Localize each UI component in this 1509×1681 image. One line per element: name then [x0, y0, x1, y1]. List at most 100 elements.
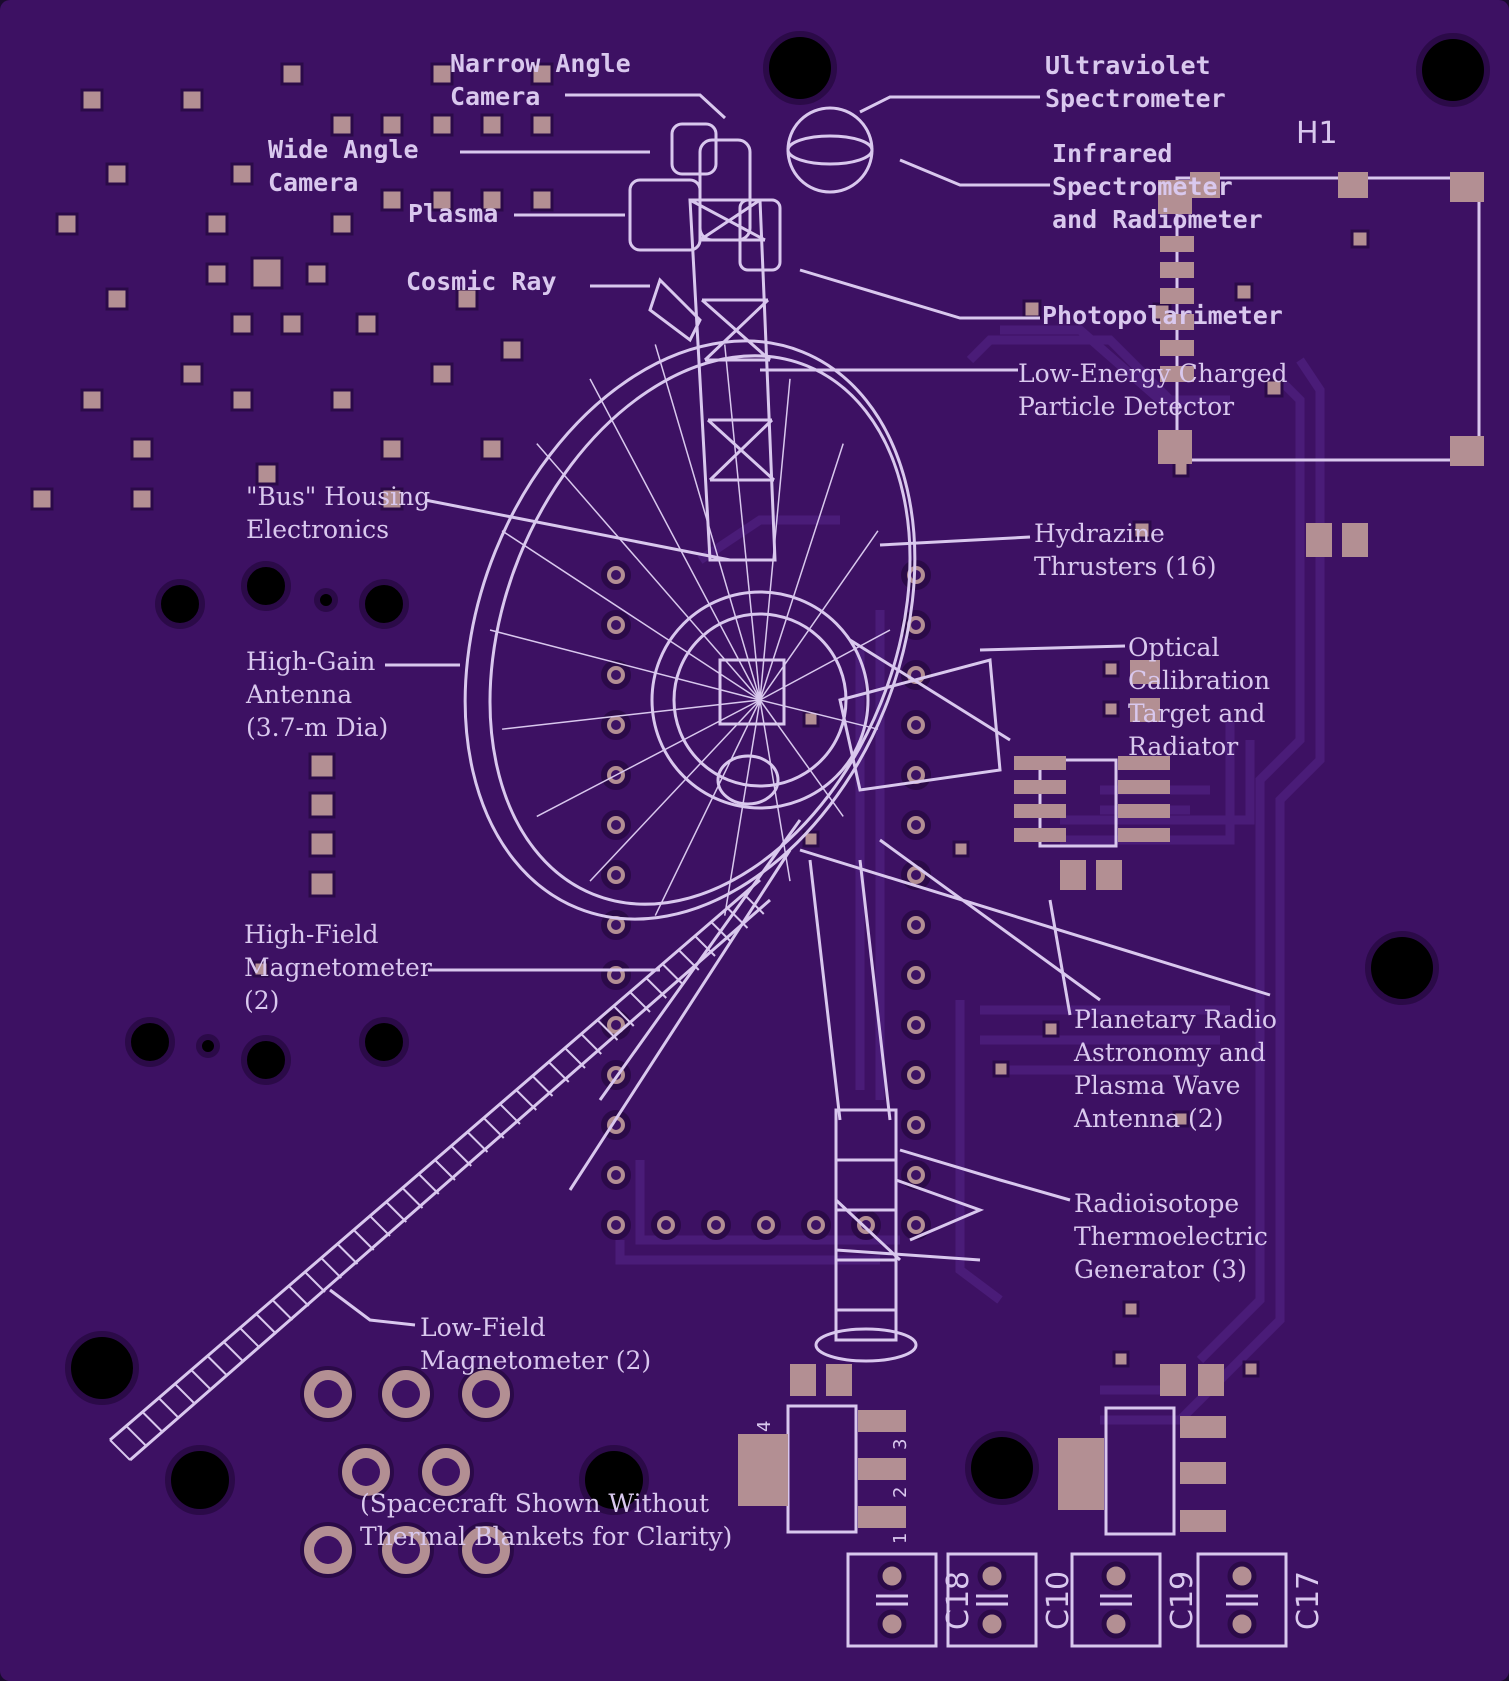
capacitor-c19: [1070, 1552, 1162, 1648]
label-ultraviolet-spectrometer-line: Spectrometer: [1045, 84, 1226, 113]
copper-traces: [615, 325, 1325, 1425]
label-optical-calibration-line: Radiator: [1128, 732, 1238, 761]
mounting-hole: [241, 1035, 291, 1085]
label-rtg-line: Generator (3): [1074, 1255, 1247, 1284]
label-infrared-spectrometer-line: Infrared: [1052, 139, 1172, 168]
smd-pad: [1096, 860, 1122, 890]
label-planetary-radio-astronomy-line: Astronomy and: [1073, 1038, 1266, 1067]
label-high-gain-antenna-line: (3.7-m Dia): [246, 713, 388, 742]
label-high-gain-antenna-line: Antenna: [245, 680, 352, 709]
mounting-hole: [579, 1445, 649, 1515]
soic-chip: [1014, 756, 1170, 848]
label-low-field-magnetometer-line: Magnetometer (2): [420, 1346, 651, 1375]
label-high-field-magnetometer-line: (2): [244, 986, 279, 1015]
mounting-hole: [165, 1445, 235, 1515]
label-photopolarimeter: Photopolarimeter: [1042, 301, 1283, 330]
label-high-field-magnetometer-line: High-Field: [244, 920, 379, 949]
pin-header-4: [308, 752, 336, 898]
smd-vias: [30, 62, 1370, 1378]
label-high-gain-antenna-line: High-Gain: [246, 647, 375, 676]
mounting-hole: [196, 1034, 220, 1058]
smd-pad: [1342, 523, 1368, 557]
mounting-hole: [763, 31, 837, 105]
label-narrow-angle-camera-line: Narrow Angle: [450, 49, 631, 78]
label-planetary-radio-astronomy-line: Planetary Radio: [1074, 1005, 1277, 1034]
label-optical-calibration-line: Calibration: [1128, 666, 1270, 695]
label-wide-angle-camera-line: Wide Angle: [268, 135, 419, 164]
c10-label: C10: [1041, 1571, 1076, 1630]
mounting-hole: [1416, 33, 1490, 107]
regulator-right: [1058, 1364, 1226, 1536]
label-plasma: Plasma: [408, 199, 498, 228]
label-plasma-line: Plasma: [408, 199, 498, 228]
label-high-field-magnetometer-line: Magnetometer: [244, 953, 432, 982]
label-planetary-radio-astronomy-line: Plasma Wave: [1074, 1071, 1240, 1100]
label-low-field-magnetometer-line: Low-Field: [420, 1313, 546, 1342]
label-bus-housing-electronics-line: "Bus" Housing: [246, 482, 430, 511]
mounting-hole: [359, 579, 409, 629]
mounting-hole: [125, 1017, 175, 1067]
mounting-holes: [65, 31, 1490, 1515]
label-optical-calibration-line: Optical: [1128, 633, 1219, 662]
pin-label: 1: [890, 1533, 911, 1544]
mounting-hole: [359, 1017, 409, 1067]
label-infrared-spectrometer-line: Spectrometer: [1052, 172, 1233, 201]
label-photopolarimeter-line: Photopolarimeter: [1042, 301, 1283, 330]
label-cosmic-ray-line: Cosmic Ray: [406, 267, 557, 296]
label-wide-angle-camera-line: Camera: [268, 168, 358, 197]
regulator-left: 4 3 2 1: [738, 1364, 911, 1544]
mounting-hole: [314, 588, 338, 612]
c19-label: C19: [1165, 1571, 1200, 1630]
c18-label: C18: [941, 1571, 976, 1630]
capacitor-c18: [846, 1552, 938, 1648]
label-infrared-spectrometer-line: and Radiometer: [1052, 205, 1263, 234]
label-note-line: Thermal Blankets for Clarity): [360, 1522, 732, 1551]
smd-pad: [1060, 860, 1086, 890]
label-ultraviolet-spectrometer-line: Ultraviolet: [1045, 51, 1211, 80]
mounting-hole: [241, 561, 291, 611]
label-low-energy-particle-detector-line: Particle Detector: [1018, 392, 1234, 421]
c17-label: C17: [1291, 1571, 1326, 1630]
label-rtg-line: Thermoelectric: [1074, 1222, 1268, 1251]
pin-label: 3: [890, 1439, 911, 1450]
smd-pad: [1130, 660, 1160, 684]
h1-footprint: H1: [1158, 116, 1484, 466]
label-planetary-radio-astronomy-line: Antenna (2): [1073, 1104, 1223, 1133]
mounting-hole: [965, 1431, 1039, 1505]
pin-label: 2: [890, 1487, 911, 1498]
mounting-hole: [65, 1331, 139, 1405]
label-note-line: (Spacecraft Shown Without: [360, 1489, 709, 1518]
smd-pad: [1306, 523, 1332, 557]
h1-silk-label: H1: [1296, 116, 1338, 151]
label-hydrazine-thrusters-line: Hydrazine: [1034, 519, 1165, 548]
pin-label: 4: [754, 1421, 775, 1432]
label-cosmic-ray: Cosmic Ray: [406, 267, 557, 296]
label-narrow-angle-camera-line: Camera: [450, 82, 540, 111]
label-bus-housing-electronics-line: Electronics: [246, 515, 389, 544]
capacitor-c17: [1196, 1552, 1288, 1648]
label-rtg-line: Radioisotope: [1074, 1189, 1239, 1218]
label-hydrazine-thrusters-line: Thrusters (16): [1034, 552, 1217, 581]
smd-pad: [1130, 698, 1160, 722]
spacecraft-illustration: [109, 93, 1271, 1462]
capacitor-c10: [946, 1552, 1038, 1648]
mounting-hole: [155, 579, 205, 629]
label-optical-calibration-line: Target and: [1128, 699, 1265, 728]
mounting-hole: [1365, 931, 1439, 1005]
